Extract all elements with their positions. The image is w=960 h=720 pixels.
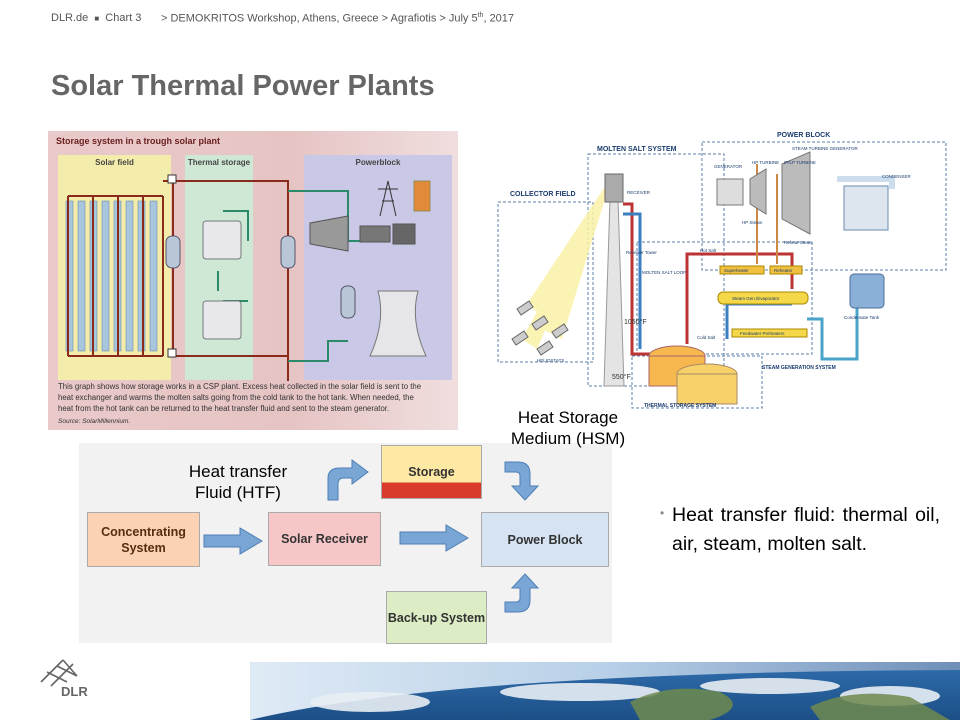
reheat-steam-label: Reheat Steam bbox=[784, 240, 813, 245]
header-event: > DEMOKRITOS Workshop, Athens, Greece > … bbox=[161, 12, 514, 25]
earth-footer-graphics bbox=[250, 662, 960, 720]
trough-caption: This graph shows how storage works in a … bbox=[58, 381, 456, 427]
receiver-tower-label: Receiver Tower bbox=[626, 250, 657, 255]
arrow-backup-to-power-block bbox=[504, 573, 540, 613]
header-author: > Agrafiotis > July 5 bbox=[381, 12, 478, 25]
ip-lp-turbine-label: IP/LP TURBINE bbox=[784, 160, 816, 165]
htf-bullet-text: Heat transfer fluid: thermal oil, air, s… bbox=[672, 504, 940, 555]
bullet-dot-icon: • bbox=[660, 506, 665, 520]
cold-salt-label: Cold Salt bbox=[697, 335, 716, 340]
steam-turbine-generator-label: STEAM TURBINE GENERATOR bbox=[792, 146, 859, 151]
htf-label: Heat transfer Fluid (HTF) bbox=[188, 462, 288, 502]
superheater-label: Superheater bbox=[724, 268, 749, 273]
collector-field-label: COLLECTOR FIELD bbox=[510, 191, 576, 198]
header-event-text: > DEMOKRITOS Workshop, Athens, Greece bbox=[161, 12, 379, 25]
trough-diagram-graphics bbox=[65, 174, 431, 381]
solar-receiver-box: Solar Receiver bbox=[268, 512, 381, 566]
header-year: , 2017 bbox=[483, 12, 515, 25]
concentrating-system-box: Concentrating System bbox=[87, 512, 200, 567]
htf-bullet: • Heat transfer fluid: thermal oil, air,… bbox=[660, 501, 940, 559]
thermal-storage-system-label: THERMAL STORAGE SYSTEM bbox=[644, 403, 716, 409]
molten-salt-tower-figure: POWER BLOCK MOLTEN SALT SYSTEM COLLECTOR… bbox=[492, 124, 947, 430]
hsm-label: Heat Storage Medium (HSM) bbox=[510, 408, 626, 448]
condenser-label: CONDENSER bbox=[882, 174, 912, 179]
header-chart: Chart 3 bbox=[105, 12, 142, 24]
thermal-storage-section bbox=[185, 155, 253, 380]
earth-footer-image bbox=[250, 662, 960, 720]
power-block-label: POWER BLOCK bbox=[777, 132, 830, 139]
trough-source: Source: SolarMillennium. bbox=[58, 418, 131, 425]
arrow-storage-to-power-block bbox=[504, 461, 540, 501]
molten-salt-system-label: MOLTEN SALT SYSTEM bbox=[597, 146, 677, 153]
backup-system-box: Back-up System bbox=[386, 591, 487, 644]
tower-diagram-graphics: POWER BLOCK MOLTEN SALT SYSTEM COLLECTOR… bbox=[497, 132, 947, 409]
feedwater-label: Feedwater Preheaters bbox=[740, 331, 785, 336]
storage-box: Storage bbox=[381, 445, 482, 499]
power-block-box: Power Block bbox=[481, 512, 609, 567]
header-site-chart: DLR.de ■ Chart 3 bbox=[51, 12, 141, 24]
heliostats-label: HELIOSTATS bbox=[537, 358, 564, 363]
trough-caption-line-1: This graph shows how storage works in a … bbox=[58, 382, 422, 391]
reheater-label: Reheater bbox=[774, 268, 793, 273]
thermal-storage-label: Thermal storage bbox=[187, 158, 251, 167]
dlr-logo-text: DLR bbox=[61, 684, 88, 699]
temp-hot-label: 1050°F bbox=[624, 318, 647, 326]
page-title: Solar Thermal Power Plants bbox=[51, 70, 435, 102]
condensate-tank-label: Condensate Tank bbox=[844, 315, 880, 320]
trough-figure-heading: Storage system in a trough solar plant bbox=[56, 136, 221, 146]
steam-gen-label: Steam Gen./Evaporator bbox=[732, 296, 780, 301]
temp-cold-label: 550°F bbox=[612, 373, 631, 381]
trough-caption-line-2: heat exchanger and warms the molten salt… bbox=[58, 393, 414, 402]
generator-label: GENERATOR bbox=[714, 164, 743, 169]
arrow-concentrating-to-receiver bbox=[203, 527, 263, 555]
trough-caption-line-3: heat from the hot tank can be returned t… bbox=[58, 404, 390, 413]
molten-salt-loop-label: MOLTEN SALT LOOP bbox=[642, 270, 686, 275]
header-site: DLR.de bbox=[51, 12, 89, 24]
trough-storage-figure: Storage system in a trough solar plant S… bbox=[48, 131, 458, 430]
hot-salt-label: Hot Salt bbox=[700, 248, 717, 253]
powerblock-label: Powerblock bbox=[355, 158, 401, 167]
hp-steam-label: HP Steam bbox=[742, 220, 763, 225]
header-separator: ■ bbox=[94, 14, 100, 23]
solar-field-label: Solar field bbox=[95, 158, 134, 167]
steam-generation-system-label: STEAM GENERATION SYSTEM bbox=[762, 365, 836, 371]
receiver-label: RECEIVER bbox=[627, 190, 651, 195]
arrow-receiver-to-power-block bbox=[399, 524, 469, 552]
hp-turbine-label: HP TURBINE bbox=[752, 160, 779, 165]
dlr-logo-icon bbox=[40, 659, 78, 687]
header-date-sup: th bbox=[477, 12, 484, 19]
arrow-receiver-to-storage bbox=[327, 459, 369, 501]
